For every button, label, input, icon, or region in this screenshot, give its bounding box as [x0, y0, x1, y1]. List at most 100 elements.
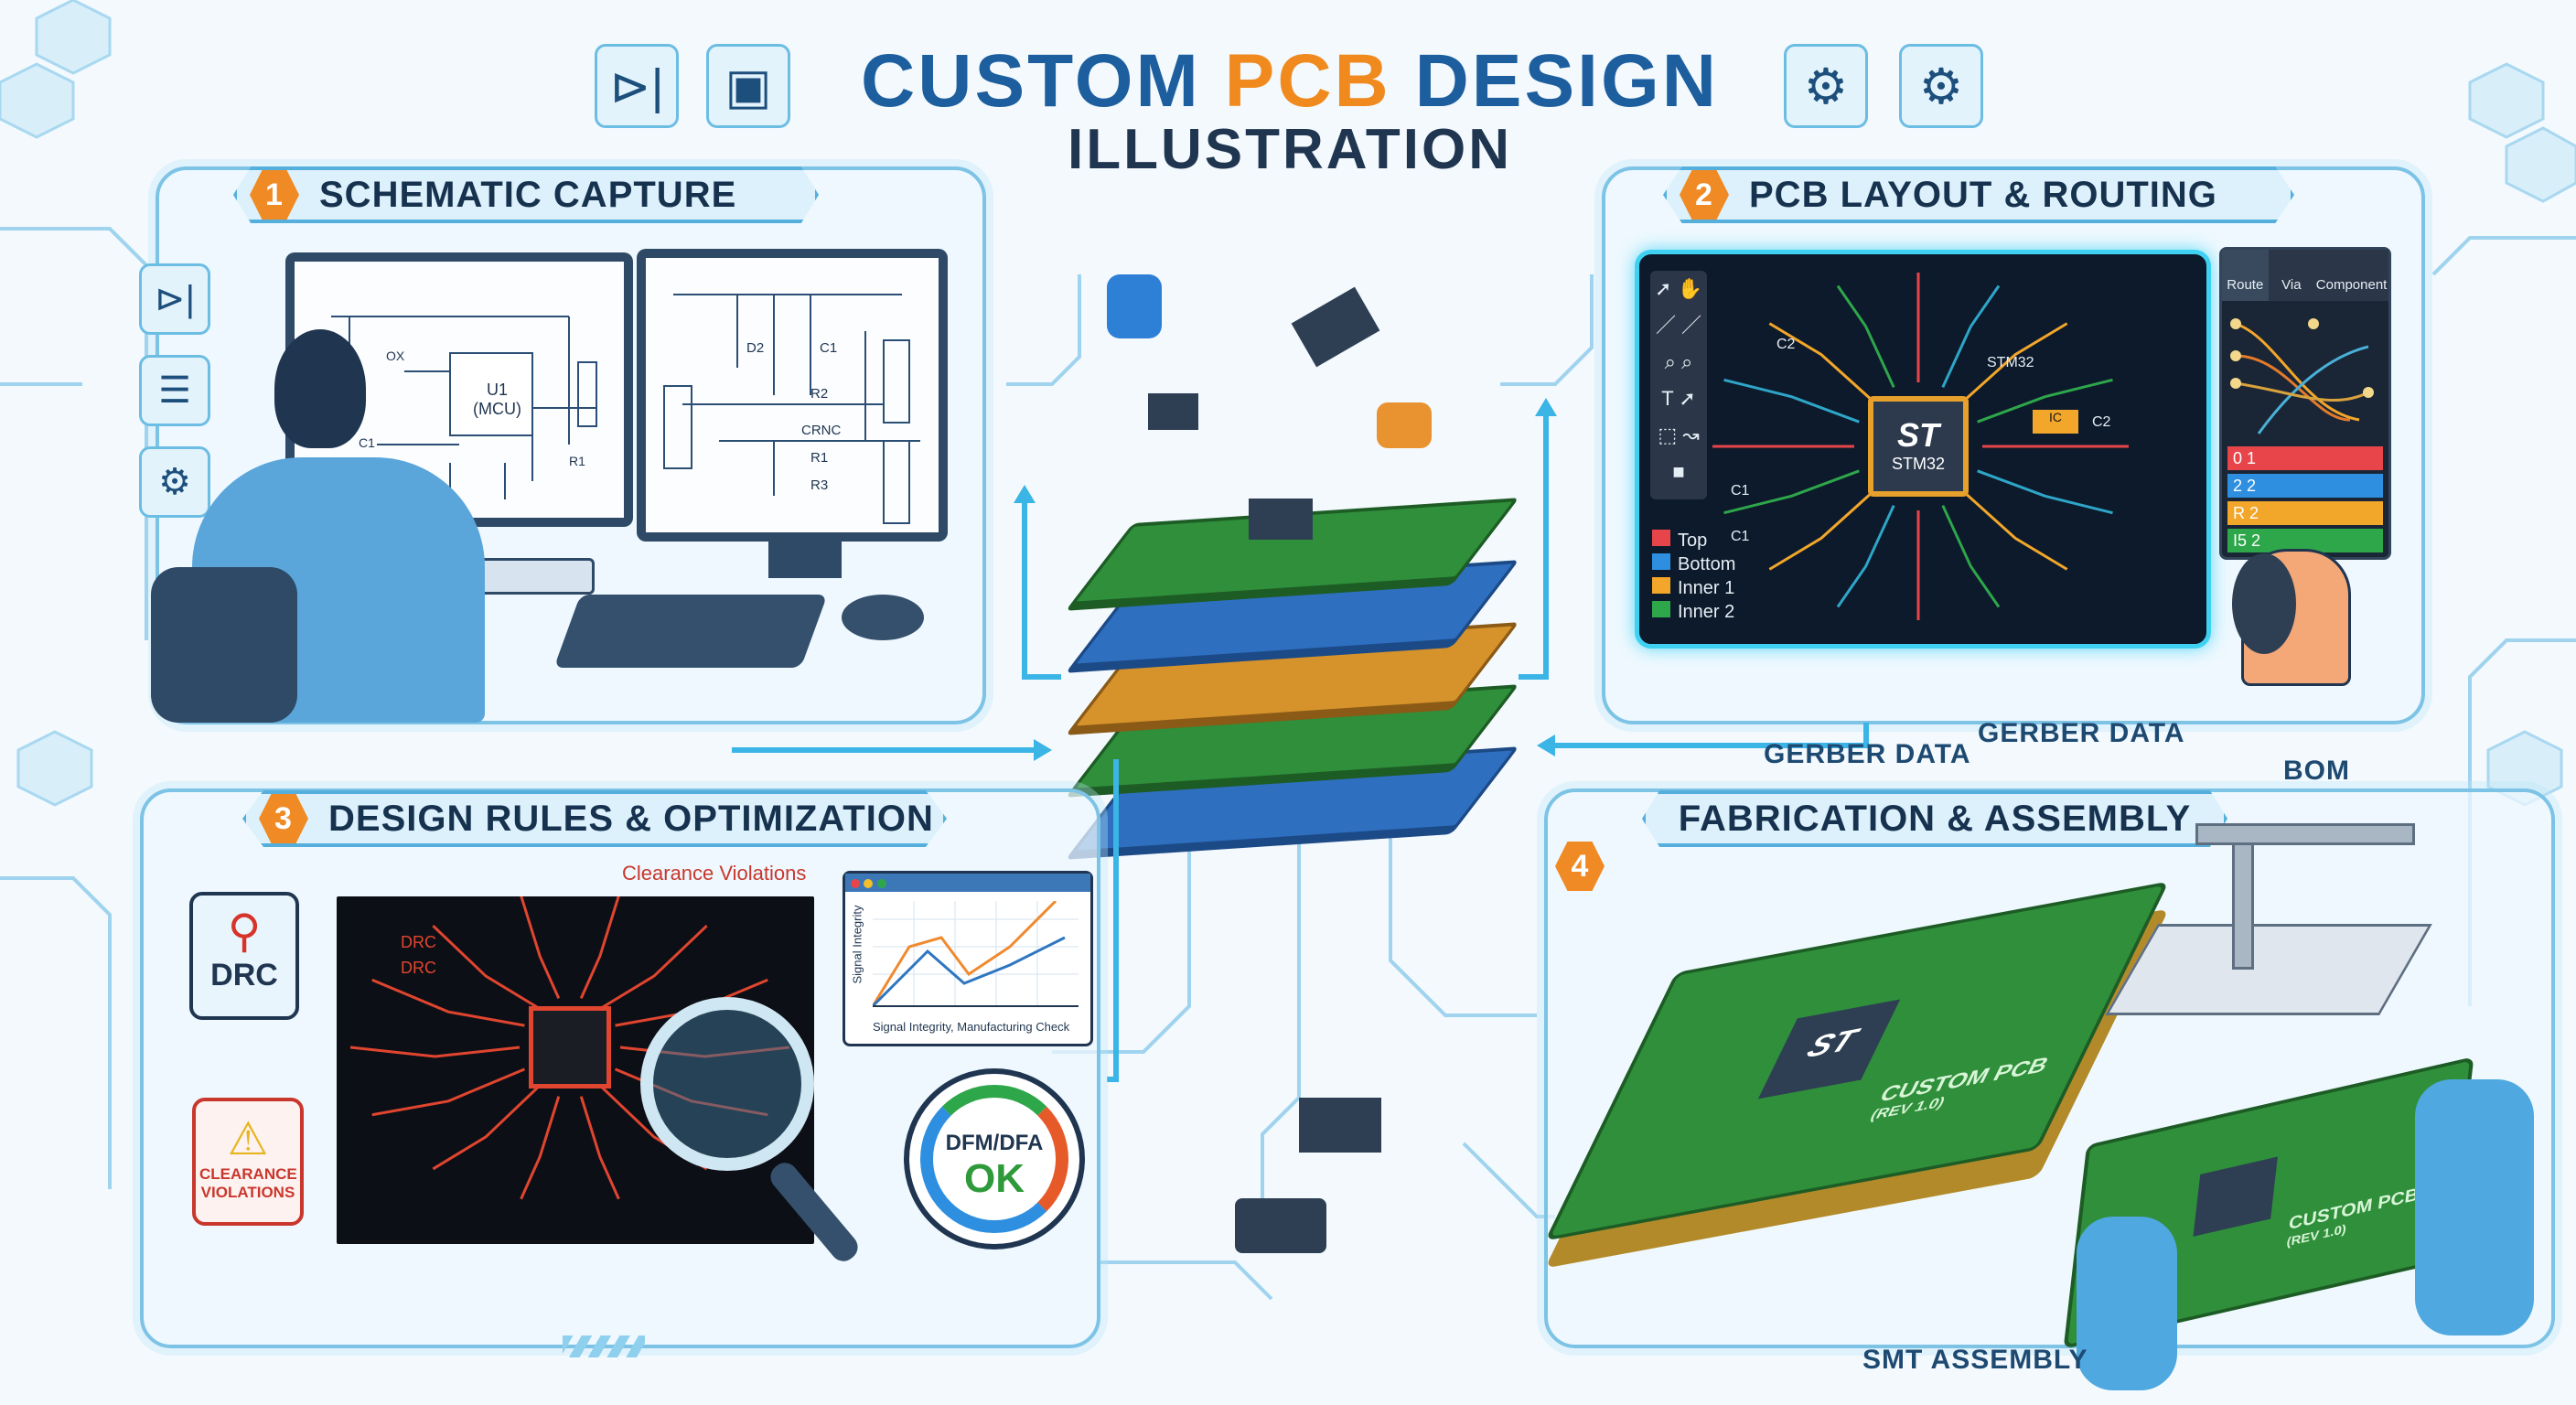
trace — [1836, 505, 1895, 608]
route-tabs: Route Via Component — [2222, 250, 2388, 301]
capacitor-component — [1107, 274, 1162, 338]
gerber-data-label: GERBER DATA — [1764, 739, 1971, 769]
route-net-row[interactable]: R 2 — [2227, 501, 2383, 525]
layer-inner-1[interactable]: Inner 1 — [1652, 576, 1735, 600]
page-subtitle: ILLUSTRATION — [1067, 118, 1512, 181]
person-head — [274, 329, 366, 448]
pcb-traces — [1712, 273, 2129, 620]
dfm-gauge: DFM/DFA OK — [904, 1068, 1085, 1249]
drc-document-icon: ⚲ DRC — [189, 892, 299, 1020]
layer-name: Top — [1678, 531, 1708, 551]
tab-via[interactable]: Via — [2281, 277, 2302, 293]
component-label: C1 — [1731, 483, 1750, 499]
drc-marker: DRC — [401, 933, 436, 951]
chip-ref: U1 — [486, 381, 508, 399]
board-label: STM32 — [1987, 355, 2034, 370]
ic-component — [1148, 393, 1198, 430]
schematic-label: R3 — [810, 477, 829, 493]
route-net-list: 0 1 2 2 R 2 I5 2 — [2222, 446, 2388, 552]
route-net-row[interactable]: I5 2 — [2227, 529, 2383, 552]
drc-label: DRC — [210, 958, 278, 992]
gerber-data-label: GERBER DATA — [1978, 718, 2185, 748]
layer-inner-2[interactable]: Inner 2 — [1652, 600, 1735, 624]
signal-integrity-window: Signal Integrity Signal Integrity, Manuf… — [843, 871, 1093, 1046]
pick-and-place-gantry — [2195, 823, 2415, 845]
trace — [1941, 505, 2001, 608]
title-part1: CUSTOM — [861, 39, 1225, 123]
signal-integrity-chart — [873, 901, 1079, 1008]
step-title: SCHEMATIC CAPTURE — [319, 174, 737, 215]
capacitor-component — [1377, 402, 1432, 448]
trace — [579, 1096, 620, 1200]
schematic-label: R2 — [810, 386, 829, 402]
route-panel: Route Via Component 0 1 2 2 R 2 I5 2 — [2219, 247, 2391, 560]
route-net-row[interactable]: 2 2 — [2227, 474, 2383, 498]
folder-gear-icon: ⚙ — [139, 446, 210, 518]
page-title: CUSTOM PCB DESIGN — [796, 38, 1784, 124]
pick-and-place-base — [2105, 924, 2432, 1015]
step-2-header: 2 PCB LAYOUT & ROUTING — [1663, 166, 2294, 223]
office-chair — [151, 567, 297, 723]
component-label: C2 — [1776, 337, 1796, 352]
stm32-chip: ST STM32 — [1868, 396, 1969, 497]
gear-icon: ⚙ — [1899, 44, 1983, 128]
diode-icon: ⊳| — [139, 263, 210, 335]
routing-preview — [2230, 318, 2374, 434]
gauge-arc — [920, 1085, 1068, 1233]
step-badge: 4 — [1555, 842, 1605, 891]
schematic-label: R1 — [569, 454, 585, 468]
schematic-label: D2 — [746, 340, 765, 356]
window-titlebar — [845, 874, 1090, 892]
component-label: C1 — [1731, 529, 1750, 544]
warning-icon: ⚠ — [227, 1113, 269, 1164]
pcb-layout-screen: ➚ ✋／ ／⌕ ⌕T ➚⬚ ↝■ ST STM32 STM32 C2 C1 C2… — [1635, 250, 2211, 649]
gloved-hand-right — [2415, 1079, 2534, 1335]
layer-bottom[interactable]: Bottom — [1652, 552, 1735, 576]
gears-icon: ⚙ — [1784, 44, 1868, 128]
layer-name: Inner 2 — [1678, 602, 1735, 622]
chip — [2193, 1156, 2278, 1237]
chip — [1249, 499, 1313, 540]
st-logo: ST — [1896, 416, 1939, 454]
schematic-drawing — [331, 316, 597, 499]
trace — [1941, 284, 2001, 388]
title-accent: PCB — [1224, 39, 1391, 123]
decor-stripes — [563, 1335, 645, 1357]
board-silkscreen: CUSTOM PCB(REV 1.0) — [1867, 1053, 2053, 1124]
step-badge: 2 — [1680, 170, 1729, 220]
schematic-label: C1 — [359, 435, 375, 450]
schematic-label: OX — [386, 349, 405, 363]
route-net-row[interactable]: 0 1 — [2227, 446, 2383, 470]
chip-icon: ▣ — [706, 44, 790, 128]
drc-chip — [529, 1006, 611, 1089]
tab-component[interactable]: Component — [2315, 277, 2388, 293]
document-icon: ☰ — [139, 355, 210, 426]
step-title: FABRICATION & ASSEMBLY — [1678, 798, 2192, 839]
layer-name: Inner 1 — [1678, 578, 1735, 598]
clearance-label: CLEARANCE VIOLATIONS — [199, 1165, 297, 1201]
step-4-header: FABRICATION & ASSEMBLY — [1642, 790, 2227, 847]
step-title: PCB LAYOUT & ROUTING — [1749, 174, 2217, 215]
schematic-label: CRNC — [801, 423, 842, 438]
ic-component — [1299, 1098, 1381, 1153]
trace — [1836, 284, 1895, 388]
trace — [371, 1067, 526, 1117]
schematic-label: R1 — [810, 450, 829, 466]
tool-palette[interactable]: ➚ ✋／ ／⌕ ⌕T ➚⬚ ↝■ — [1650, 271, 1707, 499]
trace — [432, 1085, 540, 1171]
trace — [432, 925, 540, 1010]
trace — [349, 1046, 521, 1058]
trace — [1962, 322, 2068, 402]
clearance-warning-box: ⚠ CLEARANCE VIOLATIONS — [192, 1098, 304, 1226]
trace — [1768, 322, 1874, 402]
layer-name: Bottom — [1678, 554, 1736, 574]
chart-caption: Signal Integrity, Manufacturing Check — [873, 1020, 1070, 1034]
trace — [520, 1096, 561, 1200]
chip-sub: (MCU) — [473, 400, 521, 418]
tab-route[interactable]: Route — [2222, 250, 2269, 301]
trace — [1768, 490, 1874, 571]
layer-top[interactable]: Top — [1652, 529, 1735, 552]
